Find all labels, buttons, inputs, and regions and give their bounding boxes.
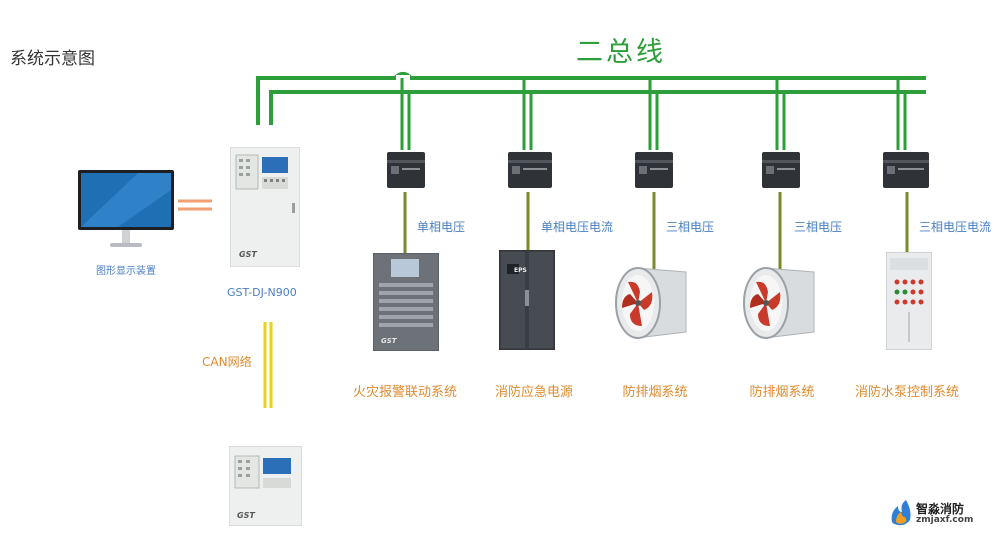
eps-label: EPS xyxy=(514,267,527,274)
secondary-controller-icon: GST xyxy=(229,446,302,526)
wire-label-2: 单相电压电流 xyxy=(541,220,614,234)
fire-alarm-panel-icon: GST xyxy=(373,253,439,351)
monitor-link xyxy=(178,199,212,211)
logo-domain: zmjaxf.com xyxy=(916,515,974,525)
fire-pump-cabinet-icon xyxy=(886,252,932,350)
flame-logo-icon xyxy=(891,500,911,526)
wire-label-5: 三相电压电流 xyxy=(919,220,992,234)
bus-line-outer xyxy=(256,76,926,125)
bus-module-icon-1 xyxy=(387,152,425,188)
logo-name: 智淼消防 xyxy=(916,502,965,516)
device-links xyxy=(403,192,909,270)
wire-label-4: 三相电压 xyxy=(794,220,843,234)
bus-module-icon-5 xyxy=(883,152,929,188)
can-network-label: CAN网络 xyxy=(202,355,252,369)
system-label-2: 消防应急电源 xyxy=(494,385,574,400)
smoke-exhaust-fan-icon-1 xyxy=(615,267,687,339)
bus-title: 二总线 xyxy=(576,37,666,68)
controller-cabinet-icon: GST xyxy=(230,147,300,267)
wire-label-1: 单相电压 xyxy=(417,220,466,234)
system-label-3: 防排烟系统 xyxy=(622,385,688,400)
controller-model-label: GST-DJ-N900 xyxy=(227,286,297,299)
system-label-5: 消防水泵控制系统 xyxy=(854,385,960,400)
bus-drops xyxy=(400,78,907,150)
eps-cabinet-icon: EPS xyxy=(499,250,555,350)
bus-line-inner xyxy=(269,90,926,125)
system-label-1: 火灾报警联动系统 xyxy=(352,385,458,400)
bus-module-icon-2 xyxy=(508,152,552,188)
system-label-4: 防排烟系统 xyxy=(749,385,815,400)
bus-module-icon-3 xyxy=(635,152,673,188)
wire-label-3: 三相电压 xyxy=(666,220,715,234)
bus-module-icon-4 xyxy=(762,152,800,188)
controller-brand: GST xyxy=(239,250,257,259)
can-link xyxy=(263,322,273,408)
secondary-controller-brand: GST xyxy=(237,511,255,520)
monitor-icon xyxy=(78,170,174,247)
page-title: 系统示意图 xyxy=(10,49,95,69)
smoke-exhaust-fan-icon-2 xyxy=(743,267,815,339)
fire-alarm-panel-brand: GST xyxy=(381,337,398,345)
monitor-label: 图形显示装置 xyxy=(96,266,156,277)
